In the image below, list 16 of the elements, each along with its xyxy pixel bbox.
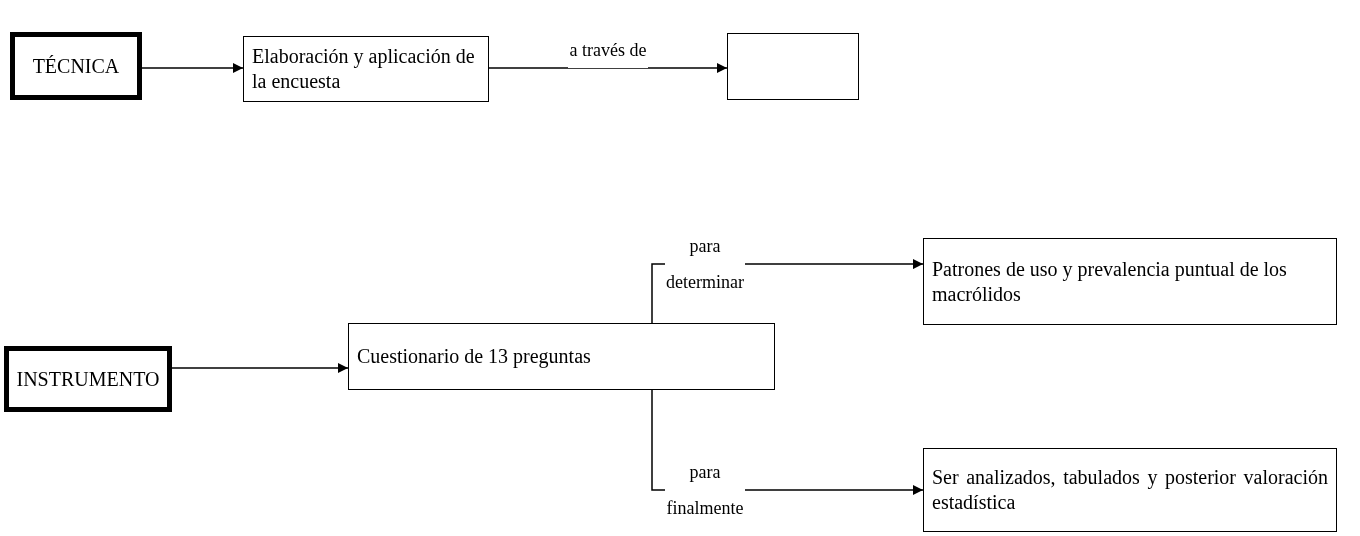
node-text: TÉCNICA <box>32 53 120 79</box>
node-text: Patrones de uso y prevalencia puntual de los macrólidos <box>932 256 1288 307</box>
node-text: Elaboración y aplicación de la encuesta <box>252 44 476 94</box>
node-text: Ser analizados, tabulados y posterior valoración estadística <box>932 465 1328 515</box>
process-box <box>10 32 142 100</box>
box-node <box>727 33 859 100</box>
arrow <box>141 63 244 73</box>
process-box <box>4 346 172 412</box>
process-box <box>348 323 775 390</box>
process-box <box>923 238 1337 325</box>
process-box <box>923 448 1337 532</box>
node-text: INSTRUMENTO <box>16 366 160 392</box>
arrow <box>171 363 349 373</box>
process-box <box>243 36 489 102</box>
arrow <box>488 63 728 73</box>
node-text: Cuestionario de 13 preguntas <box>357 344 591 369</box>
